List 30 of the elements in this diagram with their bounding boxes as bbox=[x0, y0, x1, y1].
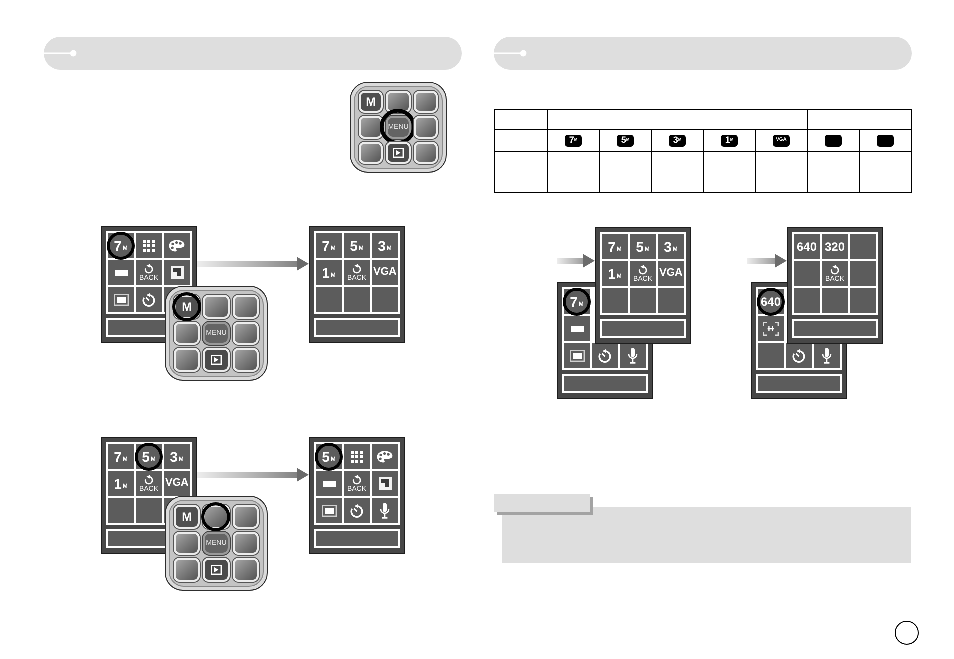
m-button: M bbox=[174, 505, 200, 529]
status-bar bbox=[314, 318, 400, 337]
menu-option-label: 320 bbox=[824, 240, 846, 252]
m-button: M bbox=[359, 91, 384, 114]
note-tab bbox=[494, 494, 590, 512]
arrow bbox=[197, 468, 309, 482]
button-pad bbox=[350, 82, 447, 173]
menu-option-label: 640 bbox=[796, 240, 818, 252]
menu-option-label: VGA bbox=[166, 478, 188, 489]
status-bar bbox=[106, 318, 165, 337]
arrow bbox=[197, 257, 309, 271]
menu-option-label: VGA bbox=[374, 267, 396, 278]
menu-option-label: 640 bbox=[760, 296, 782, 308]
status-bar bbox=[600, 319, 686, 338]
lcd-screen bbox=[309, 437, 405, 554]
button-pad bbox=[165, 496, 268, 591]
status-bar bbox=[314, 529, 400, 548]
menu-option-label: VGA bbox=[660, 268, 682, 279]
m-button: M bbox=[174, 295, 200, 319]
lcd-screen bbox=[595, 227, 691, 344]
button-pad bbox=[165, 286, 268, 381]
status-bar bbox=[562, 374, 648, 393]
note-panel bbox=[502, 507, 911, 563]
lcd-screen bbox=[787, 227, 883, 344]
status-bar bbox=[106, 529, 165, 548]
lcd-screen bbox=[309, 226, 405, 343]
arrow bbox=[747, 254, 787, 268]
arrow bbox=[557, 254, 595, 268]
status-bar bbox=[756, 374, 842, 393]
status-bar bbox=[792, 319, 878, 338]
